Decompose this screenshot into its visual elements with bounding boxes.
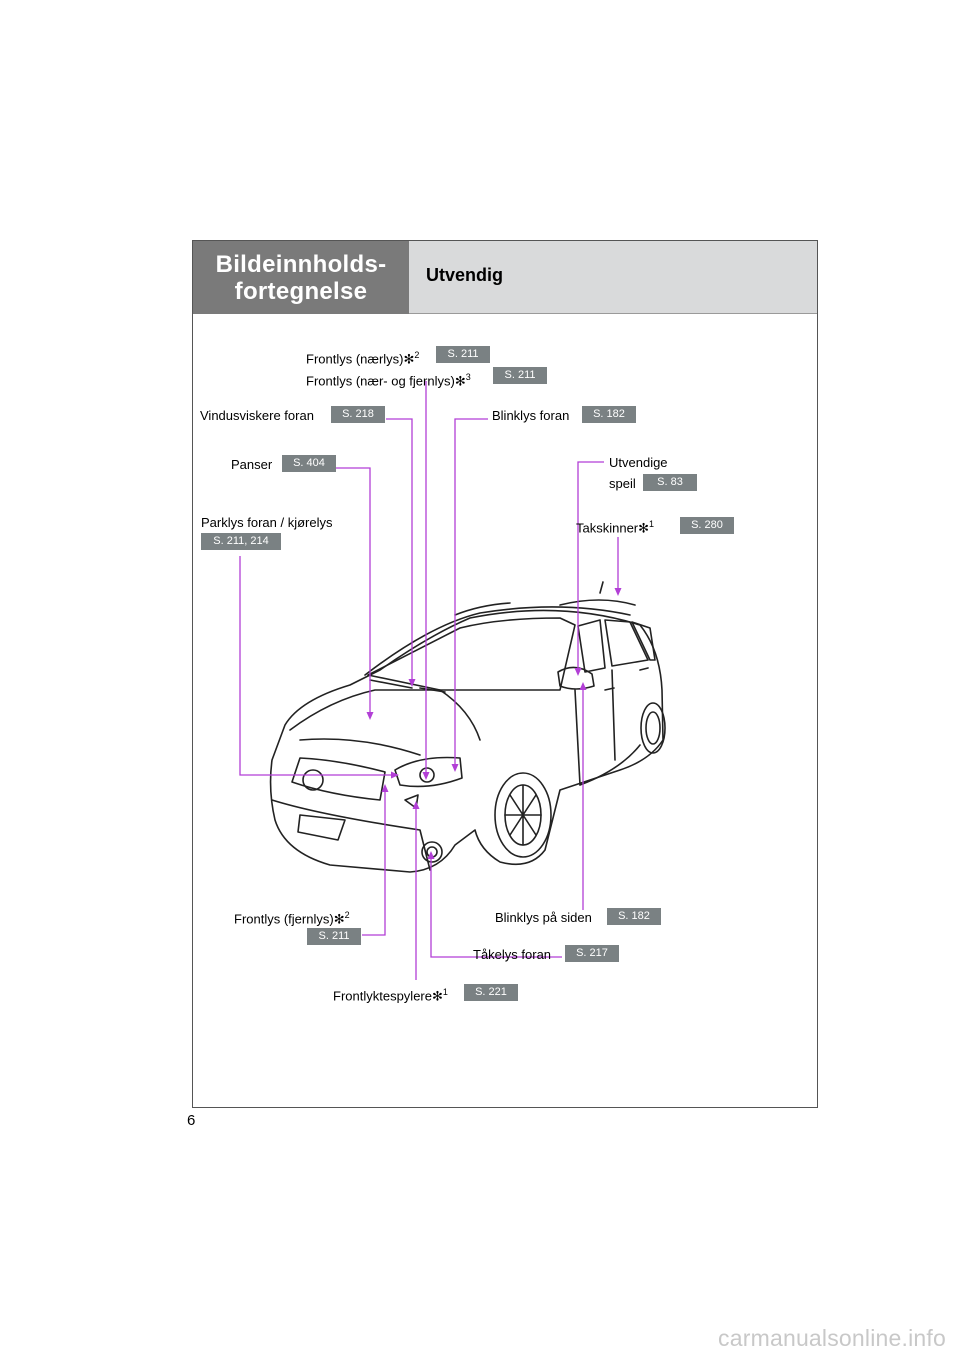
page-ref-badge[interactable]: S. 83 bbox=[643, 474, 697, 491]
callout-takelys: Tåkelys foran bbox=[473, 947, 552, 962]
page-number: 6 bbox=[187, 1112, 196, 1129]
footnote-mark: ✻ bbox=[431, 988, 443, 1004]
callout-label: Takskinner bbox=[576, 520, 639, 536]
callout-frontlys-naerlys: Frontlys (nærlys)✻2 bbox=[306, 348, 419, 366]
callout-utvendige-speil-line2: speil bbox=[609, 476, 636, 491]
page-ref-badge[interactable]: S. 218 bbox=[331, 406, 385, 423]
footnote-number: 1 bbox=[442, 987, 448, 997]
section-title-line2: fortegnelse bbox=[234, 277, 368, 305]
callout-label: Frontlyktespylere bbox=[333, 988, 432, 1004]
callout-takskinner: Takskinner✻1 bbox=[576, 517, 654, 535]
callout-blinklys-foran: Blinklys foran bbox=[492, 408, 570, 423]
footnote-mark: ✻ bbox=[333, 911, 345, 927]
callout-parklys: Parklys foran / kjørelys bbox=[201, 515, 333, 530]
car-drawing bbox=[269, 581, 666, 873]
callout-vindusviskere: Vindusviskere foran bbox=[200, 408, 314, 423]
section-title-line1: Bildeinnholds- bbox=[215, 250, 387, 278]
page-ref-badge[interactable]: S. 182 bbox=[607, 908, 661, 925]
page-ref-badge[interactable]: S. 211 bbox=[493, 367, 547, 384]
footnote-number: 2 bbox=[344, 910, 350, 920]
header-bar: Utvendig bbox=[409, 241, 817, 314]
footnote-mark: ✻ bbox=[403, 351, 415, 367]
callout-label: Frontlys (fjernlys) bbox=[234, 911, 334, 927]
callout-utvendige-speil-line1: Utvendige bbox=[609, 455, 668, 470]
page-ref-badge[interactable]: S. 280 bbox=[680, 517, 734, 534]
page-ref-badge[interactable]: S. 217 bbox=[565, 945, 619, 962]
page-ref-badge[interactable]: S. 211 bbox=[436, 346, 490, 363]
watermark: carmanualsonline.info bbox=[718, 1325, 946, 1351]
callout-frontlys-fjernlys: Frontlys (fjernlys)✻2 bbox=[234, 908, 350, 926]
page-ref-badge[interactable]: S. 211 bbox=[307, 928, 361, 945]
page-title: Utvendig bbox=[426, 265, 504, 285]
section-tab: Bildeinnholds- fortegnelse bbox=[193, 241, 409, 314]
callout-panser: Panser bbox=[231, 457, 273, 472]
footnote-number: 2 bbox=[414, 350, 420, 360]
callout-frontlyktespylere: Frontlyktespylere✻1 bbox=[333, 985, 448, 1003]
callout-label: Frontlys (nærlys) bbox=[306, 351, 404, 367]
page-ref-badge[interactable]: S. 221 bbox=[464, 984, 518, 1001]
footnote-mark: ✻ bbox=[454, 373, 466, 389]
page-ref-badge[interactable]: S. 211, 214 bbox=[201, 533, 281, 550]
leader-arrowheads bbox=[366, 588, 622, 859]
page-frame: Bildeinnholds- fortegnelse Utvendig bbox=[192, 240, 818, 1108]
footnote-mark: ✻ bbox=[638, 520, 650, 536]
footnote-number: 1 bbox=[649, 519, 655, 529]
callout-label: Frontlys (nær- og fjernlys) bbox=[306, 373, 455, 389]
page-ref-badge[interactable]: S. 182 bbox=[582, 406, 636, 423]
callout-blinklys-siden: Blinklys på siden bbox=[495, 910, 592, 925]
footnote-number: 3 bbox=[465, 372, 471, 382]
callout-frontlys-naer-fjern: Frontlys (nær- og fjernlys)✻3 bbox=[306, 370, 471, 388]
leader-lines bbox=[239, 381, 619, 980]
page-ref-badge[interactable]: S. 404 bbox=[282, 455, 336, 472]
